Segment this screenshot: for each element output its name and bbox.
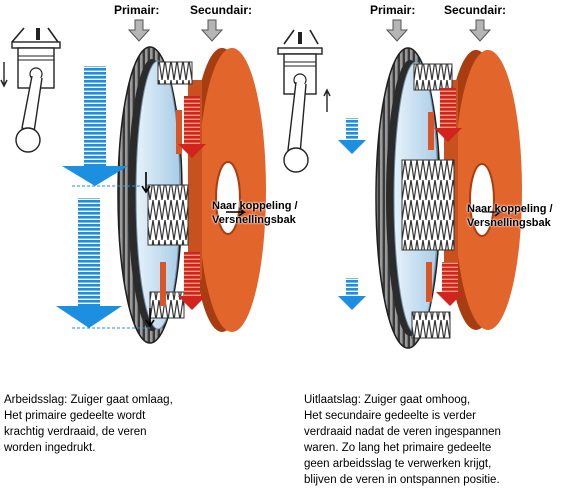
left-output-label: Naar koppeling / Versnellingsbak: [212, 199, 298, 227]
right-primary-mass: [375, 47, 455, 349]
right-output-label: Naar koppeling / Versnellingsbak: [467, 202, 553, 230]
right-red-arrows: [434, 88, 464, 306]
piston-icon: [0, 27, 61, 153]
spring-icon: [413, 63, 453, 91]
right-blue-arrows: [338, 118, 366, 310]
left-caption-line: Arbeidsslag: Zuiger gaat omlaag,: [4, 394, 173, 406]
secondary-arrow-icon: [468, 19, 492, 42]
secondary-arrow-icon: [200, 19, 224, 42]
left-primary-label: Primair:: [114, 3, 160, 17]
left-secondary-label: Secundair:: [190, 3, 253, 17]
primary-arrow-icon: [127, 19, 151, 42]
right-caption: Uitlaatslag: Zuiger gaat omhoog, Het sec…: [304, 392, 501, 488]
spring-icon: [157, 61, 193, 85]
right-caption-line: Het secundaire gedeelte is verder: [304, 410, 476, 422]
right-secondary-label: Secundair:: [444, 3, 507, 17]
output-arrow-icon: [226, 207, 247, 217]
left-output-line2: Versnellingsbak: [212, 214, 296, 226]
spring-icon: [149, 291, 185, 319]
right-caption-line: geen arbeidsslag te verwerken krijgt,: [304, 458, 492, 470]
left-caption-line: krachtig verdraaid, de veren: [4, 426, 147, 438]
right-primary-label: Primair:: [370, 3, 416, 17]
right-caption-line: Uitlaatslag: Zuiger gaat omhoog,: [304, 394, 471, 406]
flywheel-hub-hole: [469, 163, 495, 237]
piston-icon: [277, 29, 331, 173]
spring-icon: [411, 311, 451, 339]
left-output-line1: Naar koppeling /: [212, 200, 298, 212]
right-output-line2: Versnellingsbak: [467, 217, 551, 229]
left-caption: Arbeidsslag: Zuiger gaat omlaag, Het pri…: [4, 392, 173, 456]
spring-icon: [401, 159, 455, 251]
output-arrow-icon: [482, 207, 503, 217]
secondary-flywheel: [188, 48, 266, 332]
right-output-line1: Naar koppeling /: [467, 203, 553, 215]
right-caption-line: blijven de veren in ontspannen positie.: [304, 474, 500, 486]
left-red-arrows: [178, 96, 206, 310]
primary-arrow-icon: [385, 19, 409, 42]
left-caption-line: worden ingedrukt.: [4, 442, 96, 454]
right-caption-line: waren. Zo lang het primaire gedeelte: [304, 442, 492, 454]
right-caption-line: verdraaid nadat de veren ingespannen: [304, 426, 501, 438]
left-primary-mass: [117, 46, 193, 344]
left-blue-arrows: [56, 66, 150, 329]
flywheel-hub-hole: [215, 161, 241, 235]
right-assembly: [277, 19, 522, 349]
spring-icon: [147, 184, 189, 246]
left-assembly: [0, 19, 266, 344]
left-caption-line: Het primaire gedeelte wordt: [4, 410, 146, 422]
